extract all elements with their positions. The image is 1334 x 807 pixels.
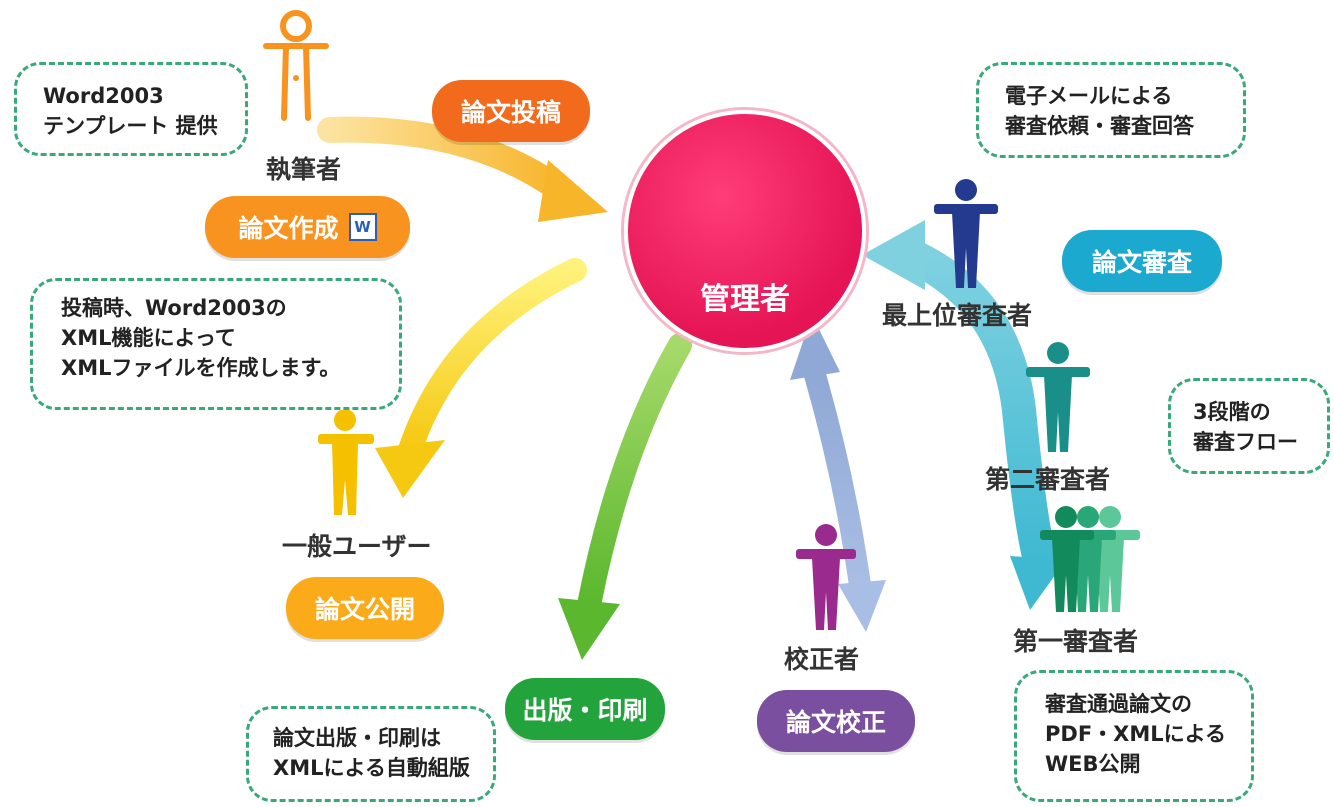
email-note: 電子メールによる 審査依頼・審査回答	[976, 62, 1246, 158]
three-stage-note: 3段階の 審査フロー	[1168, 378, 1330, 474]
template-note-line-1: Word2003	[43, 84, 164, 108]
submit-pill: 論文投稿	[432, 80, 590, 142]
xml-create-note: 投稿時、Word2003の XML機能によって XMLファイルを作成します。	[30, 278, 402, 410]
template-note: Word2003 テンプレート 提供	[14, 62, 248, 156]
author-figure-icon	[263, 10, 329, 121]
admin-label: 管理者	[700, 282, 790, 317]
word-icon-letter: W	[354, 218, 371, 236]
print-note-line-1: 論文出版・印刷は	[273, 726, 441, 750]
first-reviewer-group-icon	[1040, 506, 1140, 612]
word-icon: W	[348, 213, 377, 241]
first-reviewer-label: 第一審査者	[1013, 627, 1139, 656]
print-pill-label: 出版・印刷	[522, 696, 648, 725]
web-publish-note-line-3: WEB公開	[1045, 752, 1141, 776]
template-note-line-2: テンプレート 提供	[43, 114, 218, 138]
print-note: 論文出版・印刷は XMLによる自動組版	[246, 706, 496, 802]
submit-pill-label: 論文投稿	[460, 98, 561, 127]
proofread-pill: 論文校正	[757, 690, 915, 752]
proofreader-figure-icon	[796, 524, 856, 630]
review-pill: 論文審査	[1062, 230, 1222, 292]
web-publish-note-line-2: PDF・XMLによる	[1045, 722, 1227, 746]
web-publish-note-line-1: 審査通過論文の	[1045, 692, 1192, 716]
print-note-line-2: XMLによる自動組版	[273, 756, 470, 780]
general-user-figure-icon	[318, 409, 374, 515]
print-arrow	[558, 333, 692, 660]
proofread-arrow	[790, 315, 886, 632]
xml-create-note-line-2: XML機能によって	[61, 326, 236, 350]
submit-arrow	[317, 116, 608, 222]
proofread-pill-label: 論文校正	[785, 708, 886, 737]
three-stage-note-line-1: 3段階の	[1193, 400, 1271, 424]
xml-create-note-line-1: 投稿時、Word2003の	[61, 296, 287, 320]
create-pill: 論文作成 W	[205, 196, 410, 258]
general-user-label: 一般ユーザー	[282, 532, 432, 561]
create-pill-label: 論文作成	[238, 214, 339, 243]
web-publish-note: 審査通過論文の PDF・XMLによる WEB公開	[1014, 670, 1254, 802]
top-reviewer-label: 最上位審査者	[882, 301, 1033, 330]
publish-arrow	[375, 258, 587, 498]
admin-node: 管理者	[624, 110, 866, 352]
three-stage-note-line-2: 審査フロー	[1193, 430, 1298, 454]
top-reviewer-figure-icon	[934, 179, 998, 288]
proofreader-label: 校正者	[784, 645, 860, 674]
second-reviewer-figure-icon	[1026, 342, 1090, 452]
publish-pill: 論文公開	[286, 577, 444, 639]
email-note-line-2: 審査依頼・審査回答	[1005, 114, 1194, 138]
xml-create-note-line-3: XMLファイルを作成します。	[61, 356, 341, 380]
second-reviewer-label: 第二審査者	[985, 465, 1111, 494]
print-pill: 出版・印刷	[505, 678, 665, 740]
email-note-line-1: 電子メールによる	[1005, 84, 1173, 108]
publish-pill-label: 論文公開	[314, 595, 415, 624]
review-pill-label: 論文審査	[1091, 248, 1192, 277]
author-label: 執筆者	[266, 155, 342, 184]
